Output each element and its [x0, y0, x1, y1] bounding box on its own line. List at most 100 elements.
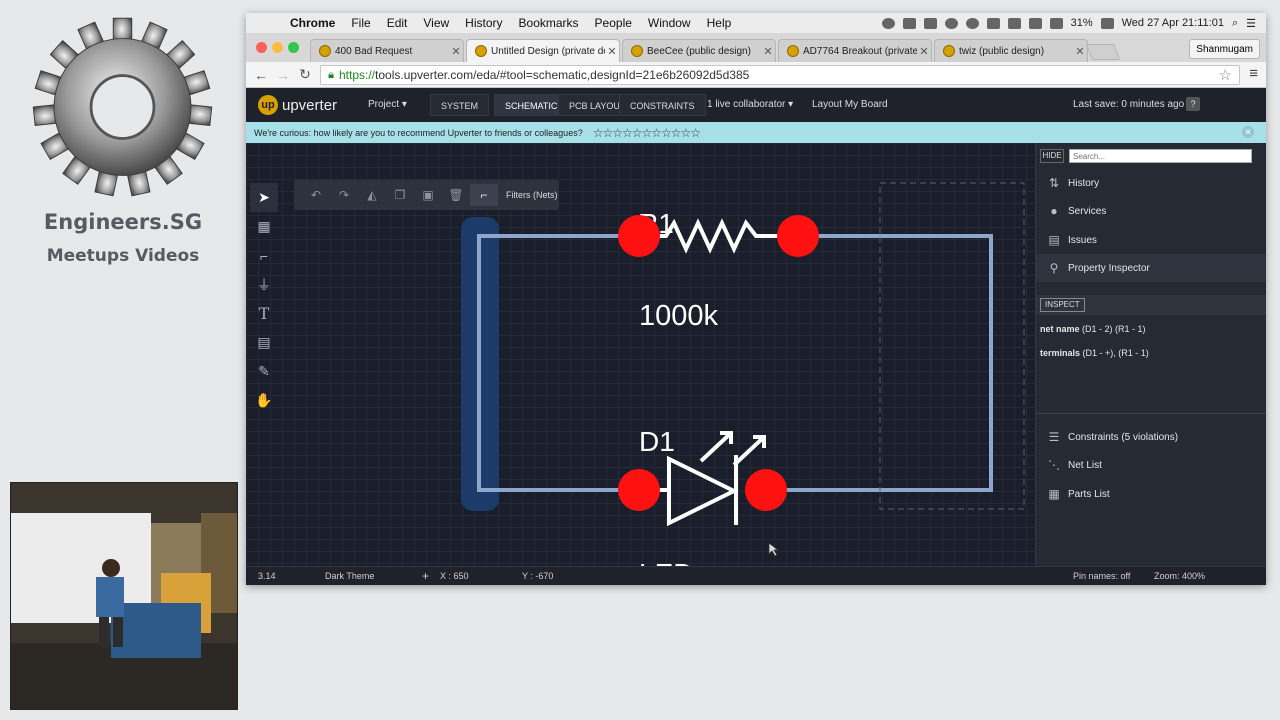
paste-icon[interactable]: ▣ — [422, 188, 434, 202]
volume-icon[interactable] — [1007, 17, 1021, 29]
tab-constraints[interactable]: CONSTRAINTS — [619, 94, 706, 116]
collaborators-menu[interactable]: 1 live collaborator ▾ — [707, 99, 794, 110]
cloud-icon[interactable] — [944, 17, 958, 29]
schematic-canvas[interactable]: R1 1000k D1 LED ➤ — [246, 143, 1035, 566]
panel-search-input[interactable] — [1069, 149, 1252, 163]
resistor-value-label[interactable]: 1000k — [639, 300, 719, 332]
close-tab-icon[interactable]: ✕ — [451, 45, 461, 58]
menu-bookmarks[interactable]: Bookmarks — [518, 16, 579, 30]
minimize-window-button[interactable] — [272, 42, 283, 53]
flip-icon[interactable]: ◭ — [367, 188, 377, 202]
bookmark-star-icon[interactable]: ☆ — [1218, 67, 1232, 84]
tab-twiz[interactable]: twiz (public design) ✕ — [934, 39, 1088, 62]
r1-pin-2[interactable] — [777, 215, 819, 257]
profile-button[interactable]: Shanmugam — [1189, 39, 1260, 59]
close-tab-icon[interactable]: ✕ — [1075, 45, 1085, 58]
r1-pin-1[interactable] — [618, 215, 660, 257]
panel-item-property-inspector[interactable]: ⚲ Property Inspector — [1036, 254, 1266, 282]
battery-icon[interactable] — [1100, 17, 1114, 29]
menu-edit[interactable]: Edit — [386, 16, 408, 30]
net-filter-icon[interactable]: ⌐ — [470, 184, 498, 206]
note-tool-icon[interactable]: ▤ — [257, 334, 271, 350]
url-bar[interactable]: 🔒︎ https:// tools.upverter.com/eda/#tool… — [320, 65, 1240, 85]
tab-400-bad-request[interactable]: 400 Bad Request ✕ — [310, 39, 464, 62]
panel-item-constraints[interactable]: ☰ Constraints (5 violations) — [1036, 423, 1266, 451]
plane-icon[interactable] — [923, 17, 937, 29]
reload-icon[interactable]: ↻ — [299, 66, 311, 82]
layout-my-board-link[interactable]: Layout My Board — [812, 99, 888, 110]
chip-icon: ▦ — [1048, 487, 1060, 501]
menubar-status: 31% Wed 27 Apr 21:11:01 ⌕ ☰ — [881, 13, 1256, 33]
filters-label[interactable]: Filters (Nets) — [506, 190, 558, 200]
d1-pin-2[interactable] — [745, 469, 787, 511]
zoom-level[interactable]: Zoom: 400% — [1154, 571, 1206, 581]
tab-schematic[interactable]: SCHEMATIC — [494, 94, 569, 116]
resistor-symbol[interactable] — [639, 218, 798, 254]
hide-panel-button[interactable]: HIDE — [1040, 149, 1064, 163]
menu-history[interactable]: History — [465, 16, 503, 30]
text-tool-icon[interactable]: T — [258, 304, 270, 323]
pan-hand-icon[interactable]: ✋ — [255, 392, 273, 408]
new-tab-button[interactable] — [1086, 44, 1120, 60]
dv-icon[interactable] — [1049, 17, 1063, 29]
bluetooth-icon[interactable] — [986, 17, 1000, 29]
panel-item-services[interactable]: ● Services — [1036, 197, 1266, 225]
close-tab-icon[interactable]: ✕ — [919, 45, 929, 58]
menu-app[interactable]: Chrome — [290, 16, 336, 30]
menu-view[interactable]: View — [423, 16, 450, 30]
tab-system[interactable]: SYSTEM — [430, 94, 490, 116]
brush-tool-icon[interactable]: ✎ — [258, 363, 270, 379]
project-menu[interactable]: Project ▾ — [368, 99, 407, 110]
rotate-left-icon[interactable]: ↶ — [310, 188, 322, 202]
panel-item-net-list[interactable]: ⋱ Net List — [1036, 451, 1266, 479]
copy-icon[interactable]: ❐ — [394, 188, 406, 202]
close-tab-icon[interactable]: ✕ — [763, 45, 773, 58]
upverter-logo[interactable]: up upverter — [258, 95, 337, 115]
tab-beecee[interactable]: BeeCee (public design) ✕ — [622, 39, 776, 62]
chrome-menu-icon[interactable]: ≡ — [1249, 65, 1258, 82]
d1-pin-plus[interactable] — [618, 469, 660, 511]
clock[interactable]: Wed 27 Apr 21:11:01 — [1121, 17, 1224, 29]
menu-people[interactable]: People — [594, 16, 632, 30]
time-machine-icon[interactable] — [965, 17, 979, 29]
close-tab-icon[interactable]: ✕ — [607, 45, 617, 58]
panel-item-issues[interactable]: ▤ Issues — [1036, 226, 1266, 254]
coffee-icon[interactable] — [902, 17, 916, 29]
forward-icon[interactable]: → — [276, 66, 290, 83]
wire-tool-icon[interactable]: ⌐ — [259, 247, 269, 264]
schematic-drawing[interactable]: R1 1000k D1 LED — [246, 143, 1035, 566]
menu-file[interactable]: File — [351, 16, 371, 30]
spotlight-search-icon[interactable]: ⌕ — [1231, 16, 1239, 29]
survey-star-rating[interactable]: ☆☆☆☆☆☆☆☆☆☆☆ — [592, 125, 701, 140]
ground-tool-icon[interactable]: ⏚ — [257, 276, 271, 293]
pin-names-toggle[interactable]: Pin names: off — [1073, 571, 1131, 581]
theme-toggle[interactable]: Dark Theme — [325, 571, 375, 581]
help-button[interactable]: ? — [1186, 97, 1200, 111]
zoom-window-button[interactable] — [288, 42, 299, 53]
prop-net-name: net name (D1 - 2) (R1 - 1) — [1040, 324, 1146, 334]
menu-window[interactable]: Window — [647, 16, 691, 30]
panel-item-history[interactable]: ⇅ History — [1036, 169, 1266, 197]
diode-ref-label[interactable]: D1 — [639, 426, 675, 457]
prop-terminals: terminals (D1 - +), (R1 - 1) — [1040, 348, 1149, 358]
panel-item-parts-list[interactable]: ▦ Parts List — [1036, 480, 1266, 508]
delete-icon[interactable]: 🗑︎ — [448, 188, 464, 202]
close-survey-icon[interactable]: ✕ — [1242, 126, 1254, 138]
notification-center-icon[interactable]: ☰ — [1246, 17, 1256, 30]
diode-value-label[interactable]: LED — [639, 558, 693, 566]
tab-untitled-design[interactable]: Untitled Design (private de ✕ — [466, 39, 620, 62]
tab-ad7764-breakout[interactable]: AD7764 Breakout (private ✕ — [778, 39, 932, 62]
wifi-icon[interactable] — [1028, 17, 1042, 29]
add-part-icon[interactable]: ▦ — [257, 218, 271, 234]
net-wires[interactable] — [477, 234, 993, 492]
crosshair-icon: + — [422, 569, 430, 583]
lock-icon[interactable]: 🔒︎ — [328, 68, 334, 81]
inspect-button[interactable]: INSPECT — [1040, 298, 1085, 312]
menu-help[interactable]: Help — [706, 16, 732, 30]
rotate-right-icon[interactable]: ↷ — [338, 188, 350, 202]
back-icon[interactable]: ← — [254, 66, 268, 83]
close-window-button[interactable] — [256, 42, 267, 53]
status-icon[interactable] — [881, 17, 895, 29]
panel-divider[interactable] — [1036, 413, 1266, 414]
select-tool-icon[interactable]: ➤ — [250, 183, 278, 212]
